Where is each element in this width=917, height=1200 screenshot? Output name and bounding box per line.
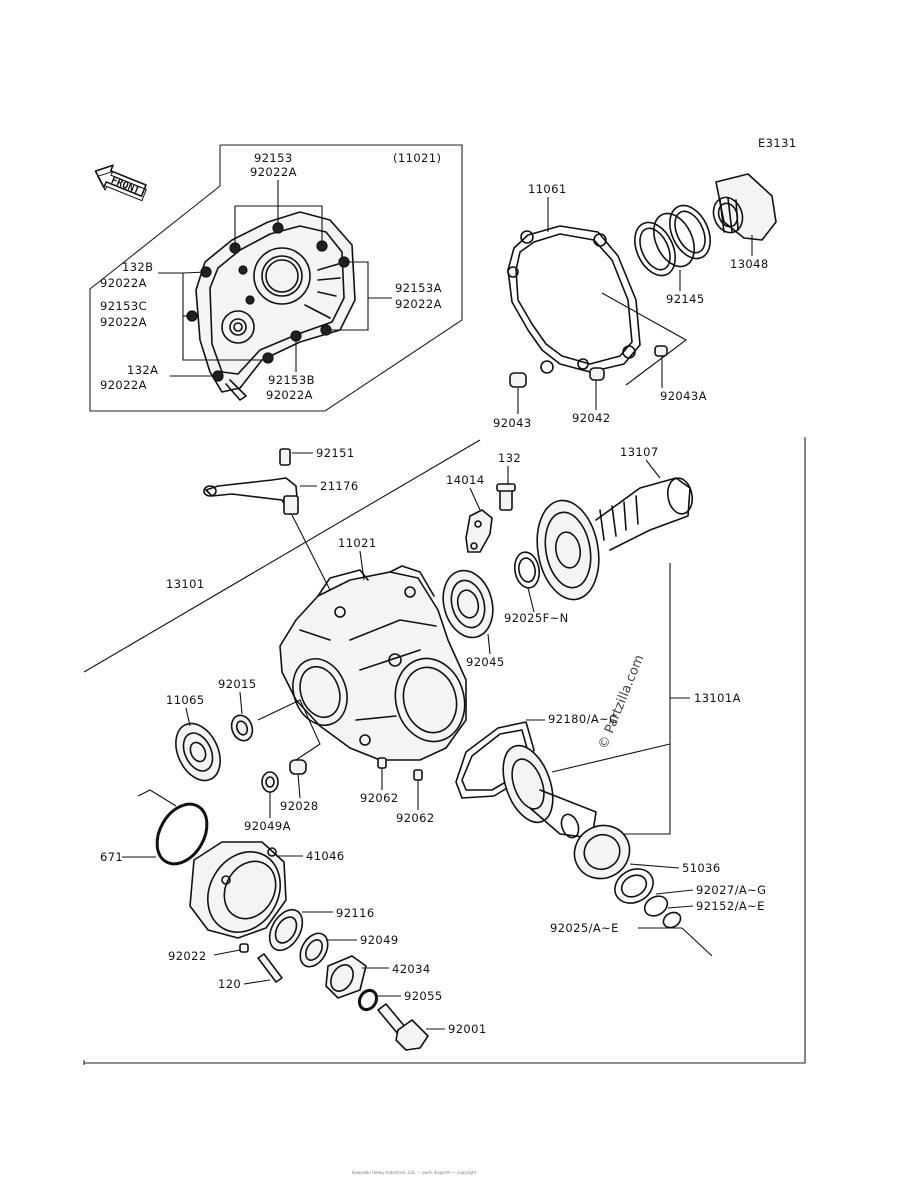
label-11061: 11061 xyxy=(528,182,567,196)
bevel-gear-13048-drawing xyxy=(712,173,777,241)
housing-41046-drawing xyxy=(189,841,287,939)
front-arrow-icon: FRONT xyxy=(94,164,147,202)
label-92025-A-E: 92025/A~E xyxy=(550,921,619,935)
label-92045: 92045 xyxy=(466,655,505,669)
pinion-gear-drawing xyxy=(502,744,597,839)
label-92116: 92116 xyxy=(336,906,375,920)
label-92022A-left3: 92022A xyxy=(100,378,147,392)
label-92043A: 92043A xyxy=(660,389,707,403)
label-42034: 42034 xyxy=(392,962,431,976)
label-14014: 14014 xyxy=(446,473,485,487)
diagram-frame xyxy=(83,437,806,1065)
label-51036: 51036 xyxy=(682,861,721,875)
diagram-code: E3131 xyxy=(758,136,797,150)
bolt-120-drawing xyxy=(239,943,283,983)
label-132A: 132A xyxy=(127,363,158,377)
label-92022A-right: 92022A xyxy=(395,297,442,311)
label-92153B: 92153B xyxy=(268,373,315,387)
label-92022A-bottom: 92022A xyxy=(266,388,313,402)
o-ring-671-drawing xyxy=(155,802,209,866)
label-92042: 92042 xyxy=(572,411,611,425)
front-label: FRONT xyxy=(109,175,141,196)
dowel-pins-drawing xyxy=(509,345,668,388)
bearing-92045-drawing xyxy=(442,551,541,639)
label-132: 132 xyxy=(498,451,521,465)
label-92022A-top: 92022A xyxy=(250,165,297,179)
label-92022: 92022 xyxy=(168,949,207,963)
label-13107: 13107 xyxy=(620,445,659,459)
bearing-11065-drawing xyxy=(175,714,254,782)
inset-box xyxy=(89,144,463,412)
ring-gear-13107-drawing xyxy=(536,477,694,601)
label-92055: 92055 xyxy=(404,989,443,1003)
label-92153C: 92153C xyxy=(100,299,147,313)
label-92151: 92151 xyxy=(316,446,355,460)
label-92145: 92145 xyxy=(666,292,705,306)
plate-14014-drawing xyxy=(465,483,516,553)
label-92180: 92180/A~C xyxy=(548,712,618,726)
circlip-92055-drawing xyxy=(357,988,379,1012)
label-92028: 92028 xyxy=(280,799,319,813)
label-11065: 11065 xyxy=(166,693,205,707)
cover-bolt-icons xyxy=(186,222,350,382)
label-11021: 11021 xyxy=(338,536,377,550)
label-21176: 21176 xyxy=(320,479,359,493)
label-92062-b: 92062 xyxy=(396,811,435,825)
footer-copyright: Kawasaki Heavy Industries, Ltd. — parts … xyxy=(352,1170,476,1175)
shim-92145-drawing xyxy=(634,204,711,277)
label-92049A: 92049A xyxy=(244,819,291,833)
label-132B: 132B xyxy=(122,260,153,274)
label-92153A: 92153A xyxy=(395,281,442,295)
cover-plate-drawing xyxy=(186,211,356,401)
label-92022A-left1: 92022A xyxy=(100,276,147,290)
label-92152: 92152/A~E xyxy=(696,899,765,913)
label-92015: 92015 xyxy=(218,677,257,691)
label-92001: 92001 xyxy=(448,1022,487,1036)
label-92027: 92027/A~G xyxy=(696,883,766,897)
label-92022A-left2: 92022A xyxy=(100,315,147,329)
label-13101: 13101 xyxy=(166,577,205,591)
gasket-drawing xyxy=(507,225,641,374)
bolt-92001-drawing xyxy=(377,1003,429,1051)
label-92062-a: 92062 xyxy=(360,791,399,805)
label-41046: 41046 xyxy=(306,849,345,863)
label-92049: 92049 xyxy=(360,933,399,947)
label-13101A: 13101A xyxy=(694,691,741,705)
label-13048: 13048 xyxy=(730,257,769,271)
watermark: © Partzilla.com xyxy=(596,653,647,752)
label-92025F-N: 92025F~N xyxy=(504,611,569,625)
gear-housing-drawing xyxy=(279,565,467,761)
label-92043: 92043 xyxy=(493,416,532,430)
sensor-drawing xyxy=(203,448,299,515)
bearing-51036-drawing xyxy=(573,824,682,929)
seal-bearing-stack-drawing xyxy=(268,908,367,999)
label-92153-top: 92153 xyxy=(254,151,293,165)
label-120: 120 xyxy=(218,977,241,991)
inset-reference: (11021) xyxy=(393,151,441,165)
label-671: 671 xyxy=(100,850,123,864)
plug-92062-drawing xyxy=(377,757,423,781)
